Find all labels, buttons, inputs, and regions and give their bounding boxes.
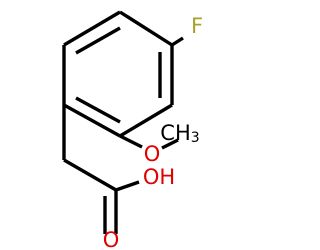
bond-c-oh [115,180,140,192]
methyl-subscript: 3 [191,130,200,146]
bond-ring-c4-c5 [119,103,173,138]
bond-ch2-cooh [63,158,117,192]
bonds [62,10,184,234]
methyl-label: CH3 [160,121,199,146]
bond-ring-c1-c2 [63,10,121,47]
bond-ring-c6-c1 [119,10,173,47]
bond-ring-c1-c2-inner [75,26,121,55]
ether-oxygen-label: O [144,142,161,166]
bond-ring-c3-c4-inner [75,96,121,124]
bond-c-f [171,36,184,47]
molecule-structure: F O CH3 OH O [62,10,203,250]
methyl-text: CH [160,121,190,145]
hydroxyl-label: OH [143,165,175,189]
bond-ring-c3-c4 [63,103,121,138]
atom-labels: F O CH3 OH O [103,14,203,250]
bond-ring-o [119,134,143,149]
fluorine-label: F [191,14,203,38]
carbonyl-oxygen-label: O [103,228,120,250]
bond-o-ch3 [161,138,179,150]
